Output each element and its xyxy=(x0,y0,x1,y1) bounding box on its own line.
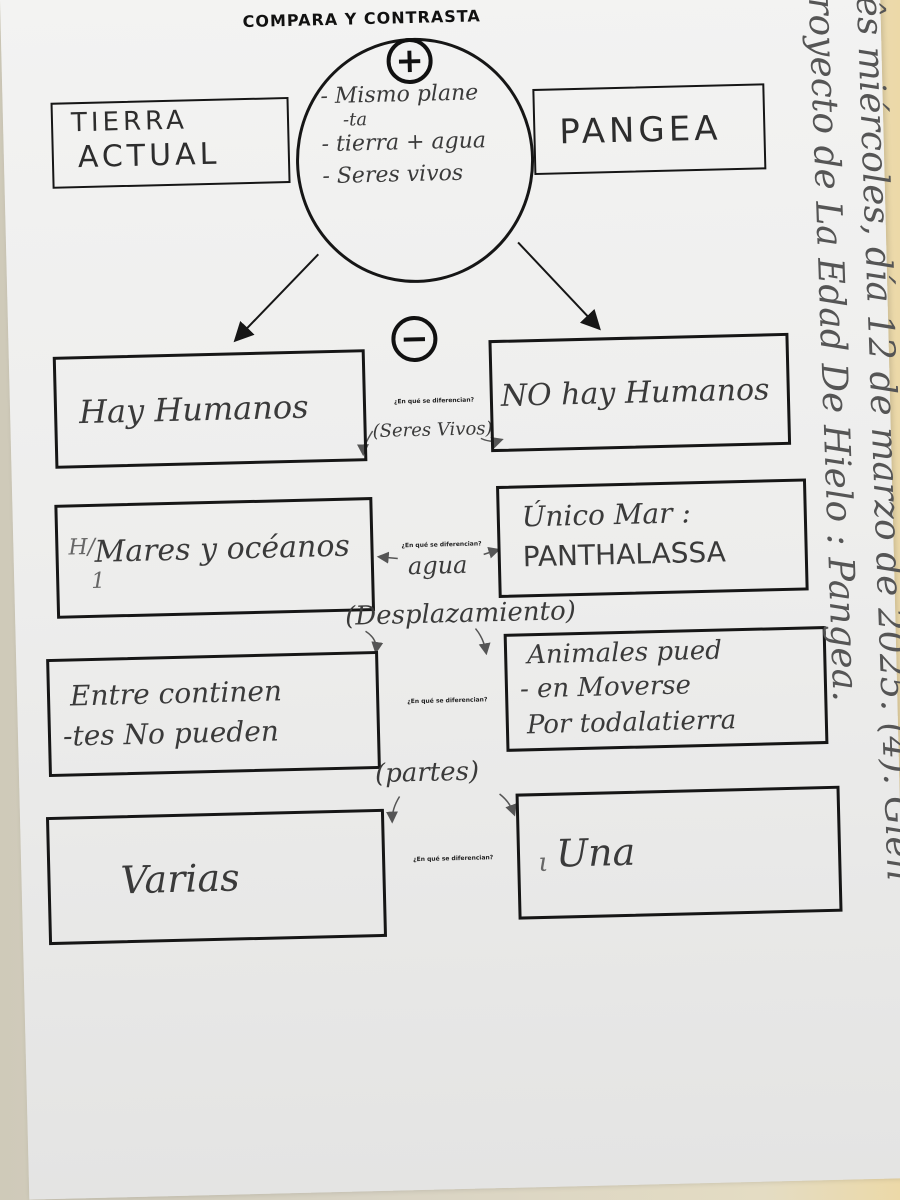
row3-left-line-1: Entre continen xyxy=(69,674,283,713)
row4-right-box: ι Una xyxy=(515,785,843,920)
row3-connector: (Desplazamiento) xyxy=(344,596,577,632)
row4-left-box: Varias xyxy=(45,808,388,946)
row3-right-line-2: - en Moverse xyxy=(519,670,692,705)
row2-left-box: H/ 1 Mares y océanos xyxy=(54,497,376,619)
row4-right-text: Una xyxy=(555,829,636,876)
row2-connector: agua xyxy=(407,550,468,581)
row2-right-line-1: Único Mar : xyxy=(521,496,692,534)
arrow-right xyxy=(517,241,601,331)
row1-left-box: Hay Humanos xyxy=(52,349,368,469)
row3-right-line-1: Animales pued xyxy=(526,635,723,671)
row4-connector: (partes) xyxy=(374,756,480,790)
row2-left-note: H/ xyxy=(68,534,96,561)
row1-left-text: Hay Humanos xyxy=(78,387,309,432)
row3-left-line-2: -tes No pueden xyxy=(62,714,280,753)
row1-connector: (Seres Vivos) xyxy=(372,418,493,443)
row3-left-box: Entre continen -tes No pueden xyxy=(46,650,381,778)
row2-left-note-2: 1 xyxy=(90,568,106,594)
row1-right-text: NO hay Humanos xyxy=(500,372,770,414)
row2-right-line-2: PANTHALASSA xyxy=(522,535,727,574)
row3-right-line-3: Por todalatierra xyxy=(526,705,737,741)
row4-right-mark: ι xyxy=(537,847,549,879)
row3-right-box: Animales pued - en Moverse Por todalatie… xyxy=(503,626,829,752)
arrow-left xyxy=(233,253,320,343)
row4-left-text: Varias xyxy=(120,855,241,903)
row2-left-text: Mares y océanos xyxy=(94,528,351,570)
row1-right-box: NO hay Humanos xyxy=(488,332,792,453)
row2-right-box: Único Mar : PANTHALASSA xyxy=(496,478,809,598)
